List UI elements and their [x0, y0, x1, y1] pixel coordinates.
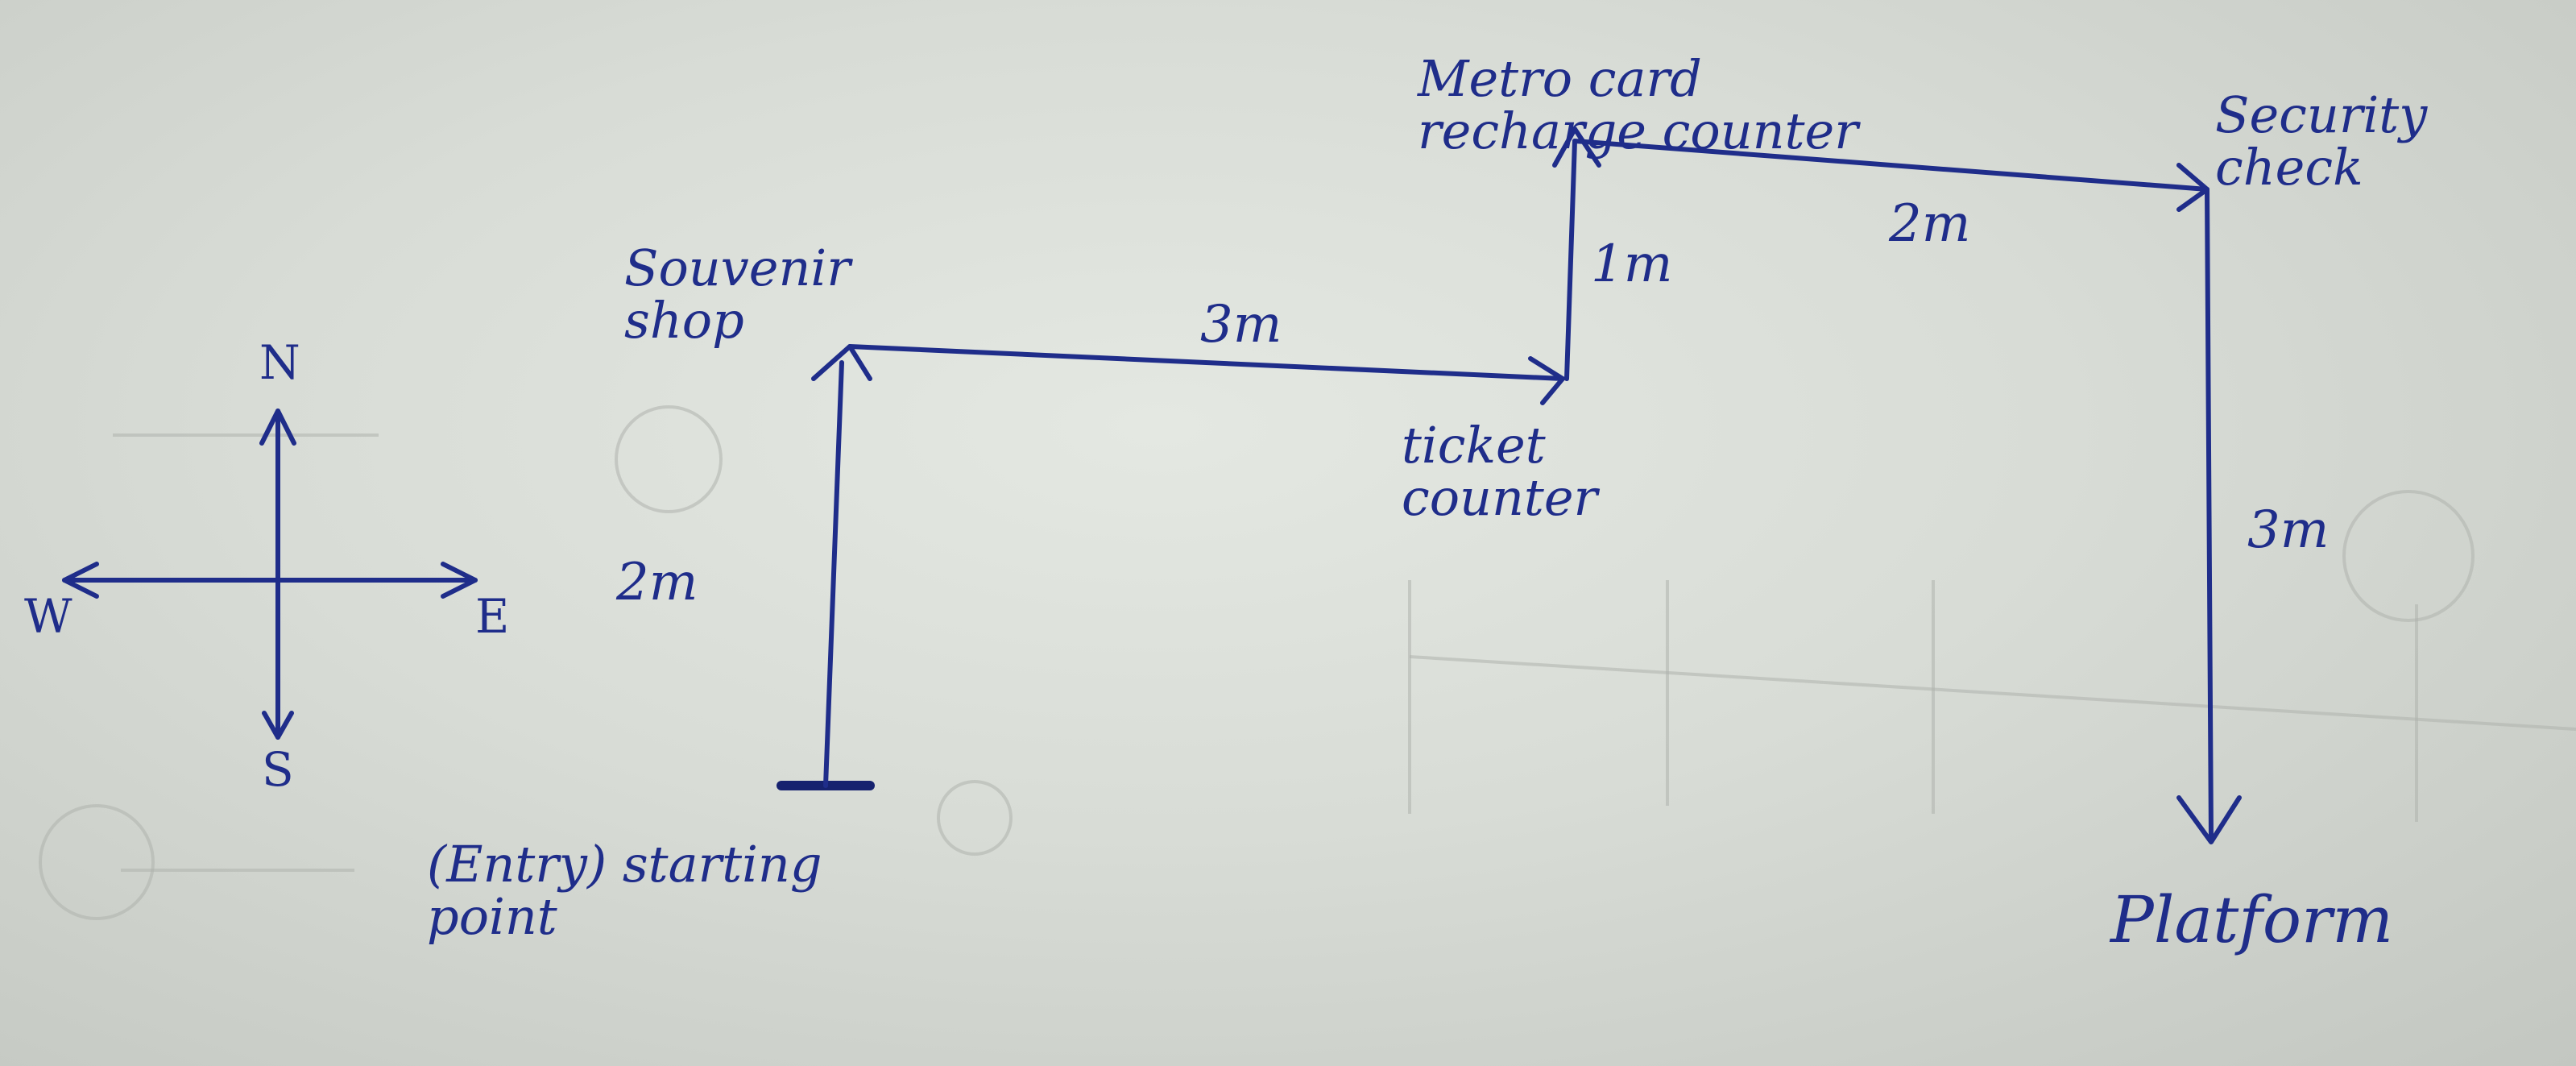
metro-card-counter-label: Metro card recharge counter	[1418, 49, 1858, 161]
compass-rose	[62, 409, 478, 740]
starting-point-label: (Entry) starting point	[427, 835, 822, 947]
segment-ticket-to-metro	[1564, 139, 1577, 381]
platform-label: Platform	[2110, 882, 2394, 957]
compass-west-label: W	[24, 589, 72, 644]
security-check-label: Security check	[2215, 85, 2428, 197]
souvenir-shop-label: Souvenir shop	[624, 239, 851, 350]
arrowhead-metro	[1552, 127, 1601, 168]
segment-security-to-platform	[2205, 187, 2214, 840]
segment-start-to-souvenir	[823, 360, 844, 788]
compass-east-arrowhead	[441, 562, 478, 599]
compass-south-label: S	[262, 742, 294, 797]
background-bleed-through	[39, 405, 2576, 920]
arrowhead-ticket	[1528, 356, 1565, 405]
distance-souvenir-to-ticket: 3m	[1200, 295, 1282, 355]
distance-start-to-souvenir: 2m	[616, 553, 698, 612]
route-path	[777, 127, 2242, 844]
compass-north-label: N	[259, 335, 300, 390]
arrowhead-platform	[2176, 795, 2242, 844]
segment-souvenir-to-ticket	[847, 344, 1565, 381]
distance-ticket-to-metro: 1m	[1591, 234, 1673, 294]
compass-north-arrowhead	[259, 409, 296, 446]
segment-metro-to-security	[1572, 139, 2209, 192]
compass-south-arrowhead	[262, 711, 294, 740]
distance-metro-to-security: 2m	[1889, 194, 1971, 254]
distance-security-to-platform: 3m	[2247, 500, 2330, 560]
compass-east-label: E	[475, 589, 510, 644]
ticket-counter-label: ticket counter	[1402, 416, 1598, 528]
compass-west-arrowhead	[62, 562, 99, 599]
